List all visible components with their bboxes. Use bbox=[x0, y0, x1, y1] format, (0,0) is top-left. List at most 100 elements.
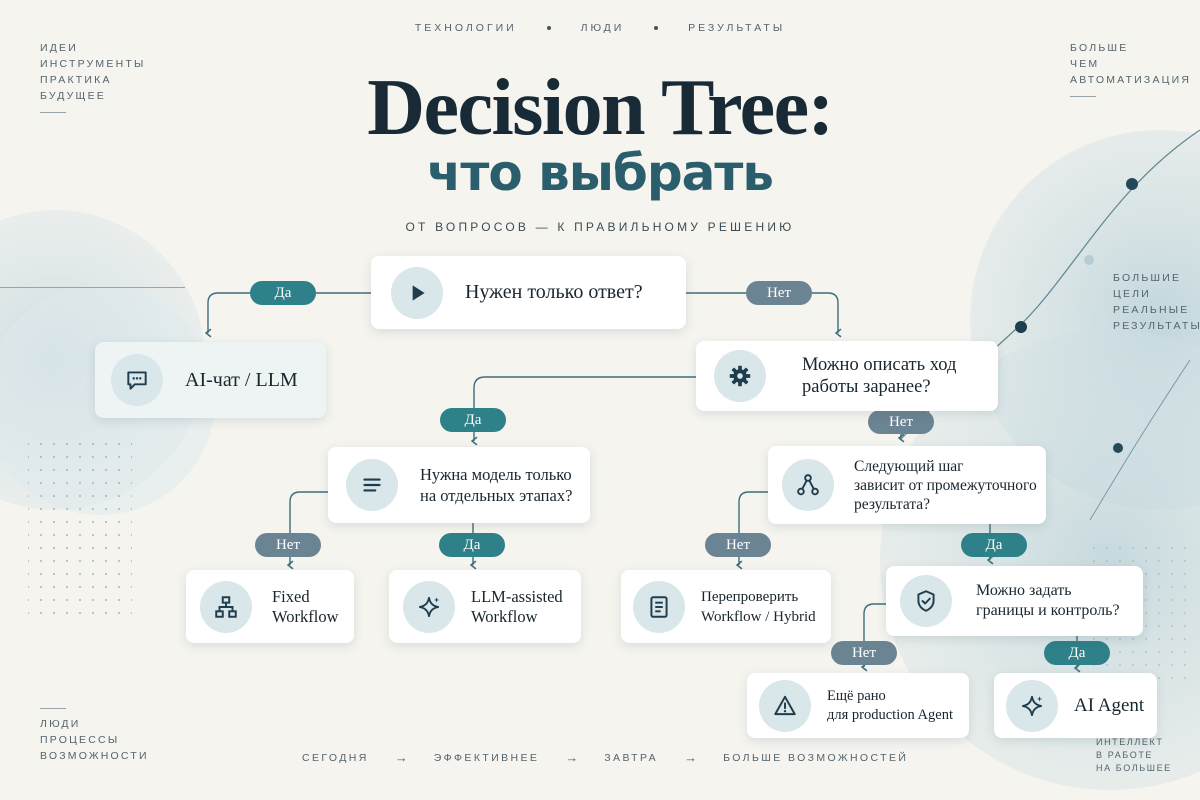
answer-no-badge: Нет bbox=[255, 533, 321, 557]
play-icon bbox=[391, 266, 443, 319]
corner-bottom-right: ИНТЕЛЛЕКТ В РАБОТЕ НА БОЛЬШЕЕ bbox=[1096, 736, 1172, 775]
corner-bottom-left: ЛЮДИ ПРОЦЕССЫ ВОЗМОЖНОСТИ bbox=[40, 716, 149, 764]
answer-yes-badge: Да bbox=[961, 533, 1027, 557]
bottom-nav-item: СЕГОДНЯ bbox=[302, 751, 369, 764]
node-label: Следующий шаг зависит от промежуточного … bbox=[854, 457, 1037, 514]
separator-dot bbox=[654, 26, 659, 31]
node-label-line: Fixed bbox=[272, 586, 310, 606]
page-title: Decision Tree: bbox=[367, 64, 834, 152]
node-ai-chat: AI-чат / LLM bbox=[95, 342, 326, 418]
answer-yes-badge: Да bbox=[250, 281, 316, 305]
header-tag: РЕЗУЛЬТАТЫ bbox=[688, 22, 786, 34]
orbit-dot bbox=[1084, 255, 1094, 265]
corner-line: БУДУЩЕЕ bbox=[40, 90, 106, 102]
node-label-line: Workflow bbox=[272, 606, 339, 626]
corner-line: БОЛЬШИЕ bbox=[1113, 272, 1182, 284]
node-label-line: Можно описать ход bbox=[802, 355, 957, 375]
node-fixed-workflow: Fixed Workflow bbox=[186, 570, 354, 643]
answer-no-badge: Нет bbox=[831, 641, 897, 665]
corner-line: НА БОЛЬШЕЕ bbox=[1096, 763, 1172, 773]
corner-line: ИНТЕЛЛЕКТ bbox=[1096, 737, 1164, 747]
bottom-nav-item: ЗАВТРА bbox=[604, 751, 659, 764]
answer-no-badge: Нет bbox=[868, 410, 934, 434]
node-next-step-question: Следующий шаг зависит от промежуточного … bbox=[768, 446, 1046, 524]
shield-check-icon bbox=[900, 575, 952, 627]
corner-line: ПРОЦЕССЫ bbox=[40, 734, 120, 746]
corner-line: РЕАЛЬНЫЕ bbox=[1113, 304, 1190, 316]
page-subtitle: что выбрать bbox=[427, 144, 774, 202]
node-label-line: границы и контроль? bbox=[976, 602, 1120, 619]
answer-yes-badge: Да bbox=[440, 408, 506, 432]
orbit-dot bbox=[1113, 443, 1123, 453]
corner-top-left: ИДЕИ ИНСТРУМЕНТЫ ПРАКТИКА БУДУЩЕЕ bbox=[40, 40, 145, 104]
node-label-line: работы заранее? bbox=[802, 377, 931, 397]
corner-rule bbox=[40, 708, 66, 709]
sparkle-icon bbox=[403, 580, 455, 633]
header-tag: ЛЮДИ bbox=[580, 22, 625, 34]
node-label-line: Перепроверить bbox=[701, 588, 799, 605]
answer-yes-badge: Да bbox=[1044, 641, 1110, 665]
bottom-nav-item: ЭФФЕКТИВНЕЕ bbox=[433, 751, 540, 764]
node-label-line: Ещё рано bbox=[827, 687, 886, 704]
node-model-steps-question: Нужна модель только на отдельных этапах? bbox=[328, 447, 590, 523]
node-root-question: Нужен только ответ? bbox=[371, 256, 686, 329]
node-label-line: Нужна модель только bbox=[420, 465, 572, 484]
corner-line: ИДЕИ bbox=[40, 42, 79, 54]
branch-nodes-icon bbox=[782, 459, 834, 511]
node-label-line: Workflow / Hybrid bbox=[701, 608, 816, 625]
left-rule bbox=[0, 287, 185, 288]
corner-line: ИНСТРУМЕНТЫ bbox=[40, 58, 146, 70]
dot-grid-left bbox=[28, 438, 132, 618]
separator-dot bbox=[546, 26, 551, 31]
corner-mid-right: БОЛЬШИЕ ЦЕЛИ РЕАЛЬНЫЕ РЕЗУЛЬТАТЫ bbox=[1113, 270, 1200, 334]
arrow-right-icon: → bbox=[394, 750, 408, 765]
node-too-early: Ещё рано для production Agent bbox=[747, 673, 969, 738]
node-describe-question: Можно описать ход работы заранее? bbox=[696, 341, 998, 411]
node-label: Нужна модель только на отдельных этапах? bbox=[420, 464, 572, 506]
corner-line: ЧЕМ bbox=[1070, 58, 1100, 70]
header-tags: ТЕХНОЛОГИИ ЛЮДИ РЕЗУЛЬТАТЫ bbox=[0, 22, 1200, 34]
gear-icon bbox=[714, 350, 766, 402]
corner-line: ЦЕЛИ bbox=[1113, 288, 1152, 300]
node-label: Ещё рано для production Agent bbox=[827, 687, 953, 725]
node-ai-agent: AI Agent bbox=[994, 673, 1157, 738]
corner-line: РЕЗУЛЬТАТЫ bbox=[1113, 320, 1200, 332]
node-label-line: зависит от промежуточного bbox=[854, 476, 1037, 494]
orbit-dot bbox=[1015, 321, 1027, 333]
orbit-dot bbox=[1126, 178, 1138, 190]
corner-line: БОЛЬШЕ bbox=[1070, 42, 1129, 54]
hierarchy-icon bbox=[200, 580, 252, 633]
answer-no-badge: Нет bbox=[705, 533, 771, 557]
orbit-line-2 bbox=[1089, 359, 1191, 521]
node-label-line: Workflow bbox=[471, 606, 538, 626]
node-label-line: Можно задать bbox=[976, 582, 1072, 599]
node-recheck-workflow: Перепроверить Workflow / Hybrid bbox=[621, 570, 831, 643]
arrow-right-icon: → bbox=[684, 750, 698, 765]
node-label: Fixed Workflow bbox=[272, 587, 339, 627]
node-label-line: результата? bbox=[854, 495, 931, 513]
node-label: AI Agent bbox=[1074, 694, 1145, 716]
node-label-line: на отдельных этапах? bbox=[420, 486, 573, 505]
corner-rule bbox=[40, 112, 66, 113]
node-label: Перепроверить Workflow / Hybrid bbox=[701, 587, 816, 627]
answer-yes-badge: Да bbox=[439, 533, 505, 557]
node-boundaries-question: Можно задать границы и контроль? bbox=[886, 566, 1143, 636]
corner-top-right: БОЛЬШЕ ЧЕМ АВТОМАТИЗАЦИЯ bbox=[1070, 40, 1191, 88]
corner-line: ПРАКТИКА bbox=[40, 74, 112, 86]
bottom-nav: СЕГОДНЯ → ЭФФЕКТИВНЕЕ → ЗАВТРА → БОЛЬШЕ … bbox=[302, 750, 908, 765]
node-label-line: для production Agent bbox=[827, 706, 953, 723]
corner-line: В РАБОТЕ bbox=[1096, 750, 1154, 760]
document-icon bbox=[633, 580, 685, 633]
warning-icon bbox=[759, 679, 811, 732]
node-label: LLM-assisted Workflow bbox=[471, 587, 563, 627]
arrow-right-icon: → bbox=[565, 750, 579, 765]
corner-line: ЛЮДИ bbox=[40, 718, 81, 730]
tagline: ОТ ВОПРОСОВ — К ПРАВИЛЬНОМУ РЕШЕНИЮ bbox=[405, 220, 795, 234]
node-label: Можно описать ход работы заранее? bbox=[802, 354, 956, 398]
corner-rule bbox=[1070, 96, 1096, 97]
node-label: Можно задать границы и контроль? bbox=[976, 581, 1120, 621]
node-label-line: LLM-assisted bbox=[471, 586, 563, 606]
node-label-line: Следующий шаг bbox=[854, 457, 964, 475]
bottom-nav-item: БОЛЬШЕ ВОЗМОЖНОСТЕЙ bbox=[723, 751, 909, 764]
node-label: AI-чат / LLM bbox=[185, 368, 298, 391]
